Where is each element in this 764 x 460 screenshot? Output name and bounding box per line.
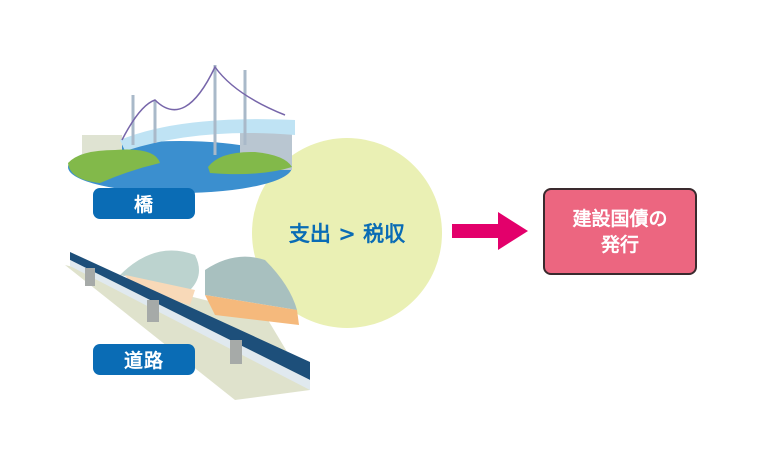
construction-bond-box: 建設国債の 発行 [543,188,697,275]
result-line-2: 発行 [600,233,639,256]
condition-text: 支出 > 税収 [288,222,406,246]
arrow-right-icon [452,212,528,250]
bridge-illustration [68,65,295,193]
result-line-1: 建設国債の [572,207,668,230]
road-label: 道路 [93,344,195,375]
bridge-label: 橋 [93,188,195,219]
road-illustration [65,250,310,400]
